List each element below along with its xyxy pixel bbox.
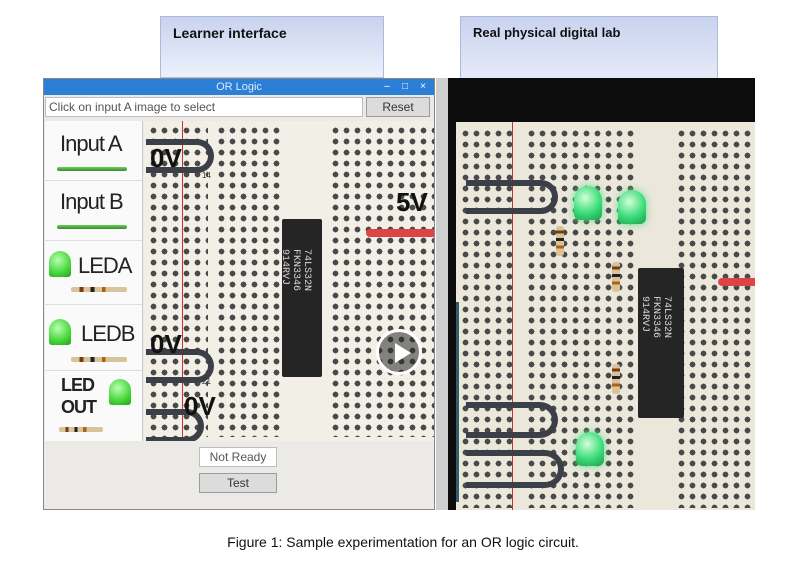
lab-resistor-a-icon: [556, 226, 564, 256]
component-panel: Input A Input B LEDA LEDB LED OUT: [45, 121, 143, 441]
physical-lab-photo: 74LS32N FKN3346 914RVJ: [448, 78, 755, 510]
led-out-item[interactable]: LED OUT: [45, 371, 142, 441]
lab-wire-out: [466, 450, 564, 488]
supply-voltage: 5V: [396, 187, 428, 217]
instruction-field[interactable]: Click on input A image to select: [45, 97, 363, 117]
lab-led-b-icon: [618, 190, 646, 224]
input-b-voltage: 0V: [150, 329, 182, 359]
chip-part-number: 74LS32N: [301, 249, 312, 292]
power-rail-line: [182, 121, 183, 441]
lab-resistor-out-icon: [612, 364, 620, 394]
virtual-breadboard[interactable]: 0V 0V 0V 5V 14 21 74LS32N FKN3346 914RVJ: [144, 121, 434, 441]
test-button[interactable]: Test: [199, 473, 277, 493]
lab-led-out-icon: [576, 432, 604, 466]
output-voltage: 0V: [184, 391, 216, 421]
panel-divider: [436, 78, 448, 510]
input-a-probe-icon: [57, 167, 127, 171]
led-b-item[interactable]: LEDB: [45, 305, 142, 371]
led-out-icon: [109, 379, 131, 405]
input-b-probe-icon: [57, 225, 127, 229]
close-button[interactable]: ×: [420, 81, 426, 92]
led-b-icon: [49, 319, 71, 345]
left-rail-holes: [148, 125, 208, 437]
chip-date-code: 914RVJ: [279, 249, 290, 286]
input-b-wire: [146, 349, 214, 383]
input-b-label: Input B: [60, 189, 124, 214]
chip-lot-code: FKN3346: [290, 249, 301, 292]
lab-chip-part-number: 74LS32N: [661, 296, 672, 339]
led-a-item[interactable]: LEDA: [45, 241, 142, 305]
led-a-icon: [49, 251, 71, 277]
led-b-label: LEDB: [81, 321, 135, 346]
minimize-button[interactable]: –: [384, 81, 390, 92]
input-a-label: Input A: [60, 131, 123, 156]
figure-caption: Figure 1: Sample experimentation for an …: [227, 534, 579, 550]
led-out-resistor-icon: [59, 427, 103, 432]
input-b-item[interactable]: Input B: [45, 181, 142, 241]
lab-led-a-icon: [574, 186, 602, 220]
led-out-label-line2: OUT: [61, 397, 97, 417]
output-wire: [146, 409, 204, 441]
play-icon[interactable]: [376, 329, 422, 375]
maximize-button[interactable]: □: [401, 81, 409, 92]
lab-wire-b: [466, 402, 558, 438]
terminal-holes-left: [216, 125, 282, 437]
lab-power-rail-line: [512, 122, 513, 510]
led-a-label: LEDA: [78, 253, 132, 278]
input-a-item[interactable]: Input A: [45, 121, 142, 181]
window-title-bar[interactable]: OR Logic – □ ×: [44, 79, 434, 95]
lab-resistor-b-icon: [612, 262, 620, 292]
led-b-resistor-icon: [71, 357, 127, 362]
lab-terminal-holes-right: [676, 128, 755, 508]
terminal-holes-right: [330, 125, 434, 437]
lab-wire-a: [466, 180, 558, 214]
led-a-resistor-icon: [71, 287, 127, 292]
window-title: OR Logic: [216, 81, 262, 93]
row-14-label: 14: [202, 171, 211, 180]
lab-chip-lot-code: FKN3346: [650, 296, 661, 339]
input-a-voltage: 0V: [150, 143, 182, 173]
row-21-label: 21: [202, 377, 211, 386]
lab-chip-date-code: 914RVJ: [639, 296, 650, 333]
status-field: Not Ready: [199, 447, 277, 467]
physical-breadboard: 74LS32N FKN3346 914RVJ: [456, 122, 755, 510]
lab-ic-chip: 74LS32N FKN3346 914RVJ: [638, 268, 684, 418]
reset-button[interactable]: Reset: [366, 97, 430, 117]
ic-chip[interactable]: 74LS32N FKN3346 914RVJ: [279, 219, 322, 377]
learner-window: OR Logic – □ × Click on input A image to…: [43, 78, 435, 510]
input-a-wire: [146, 139, 214, 173]
supply-wire: [366, 229, 434, 237]
lab-wire-teal: [456, 302, 459, 502]
led-out-label-line1: LED: [61, 375, 95, 395]
learner-interface-header: Learner interface: [160, 16, 384, 78]
lab-supply-wire: [718, 278, 755, 286]
